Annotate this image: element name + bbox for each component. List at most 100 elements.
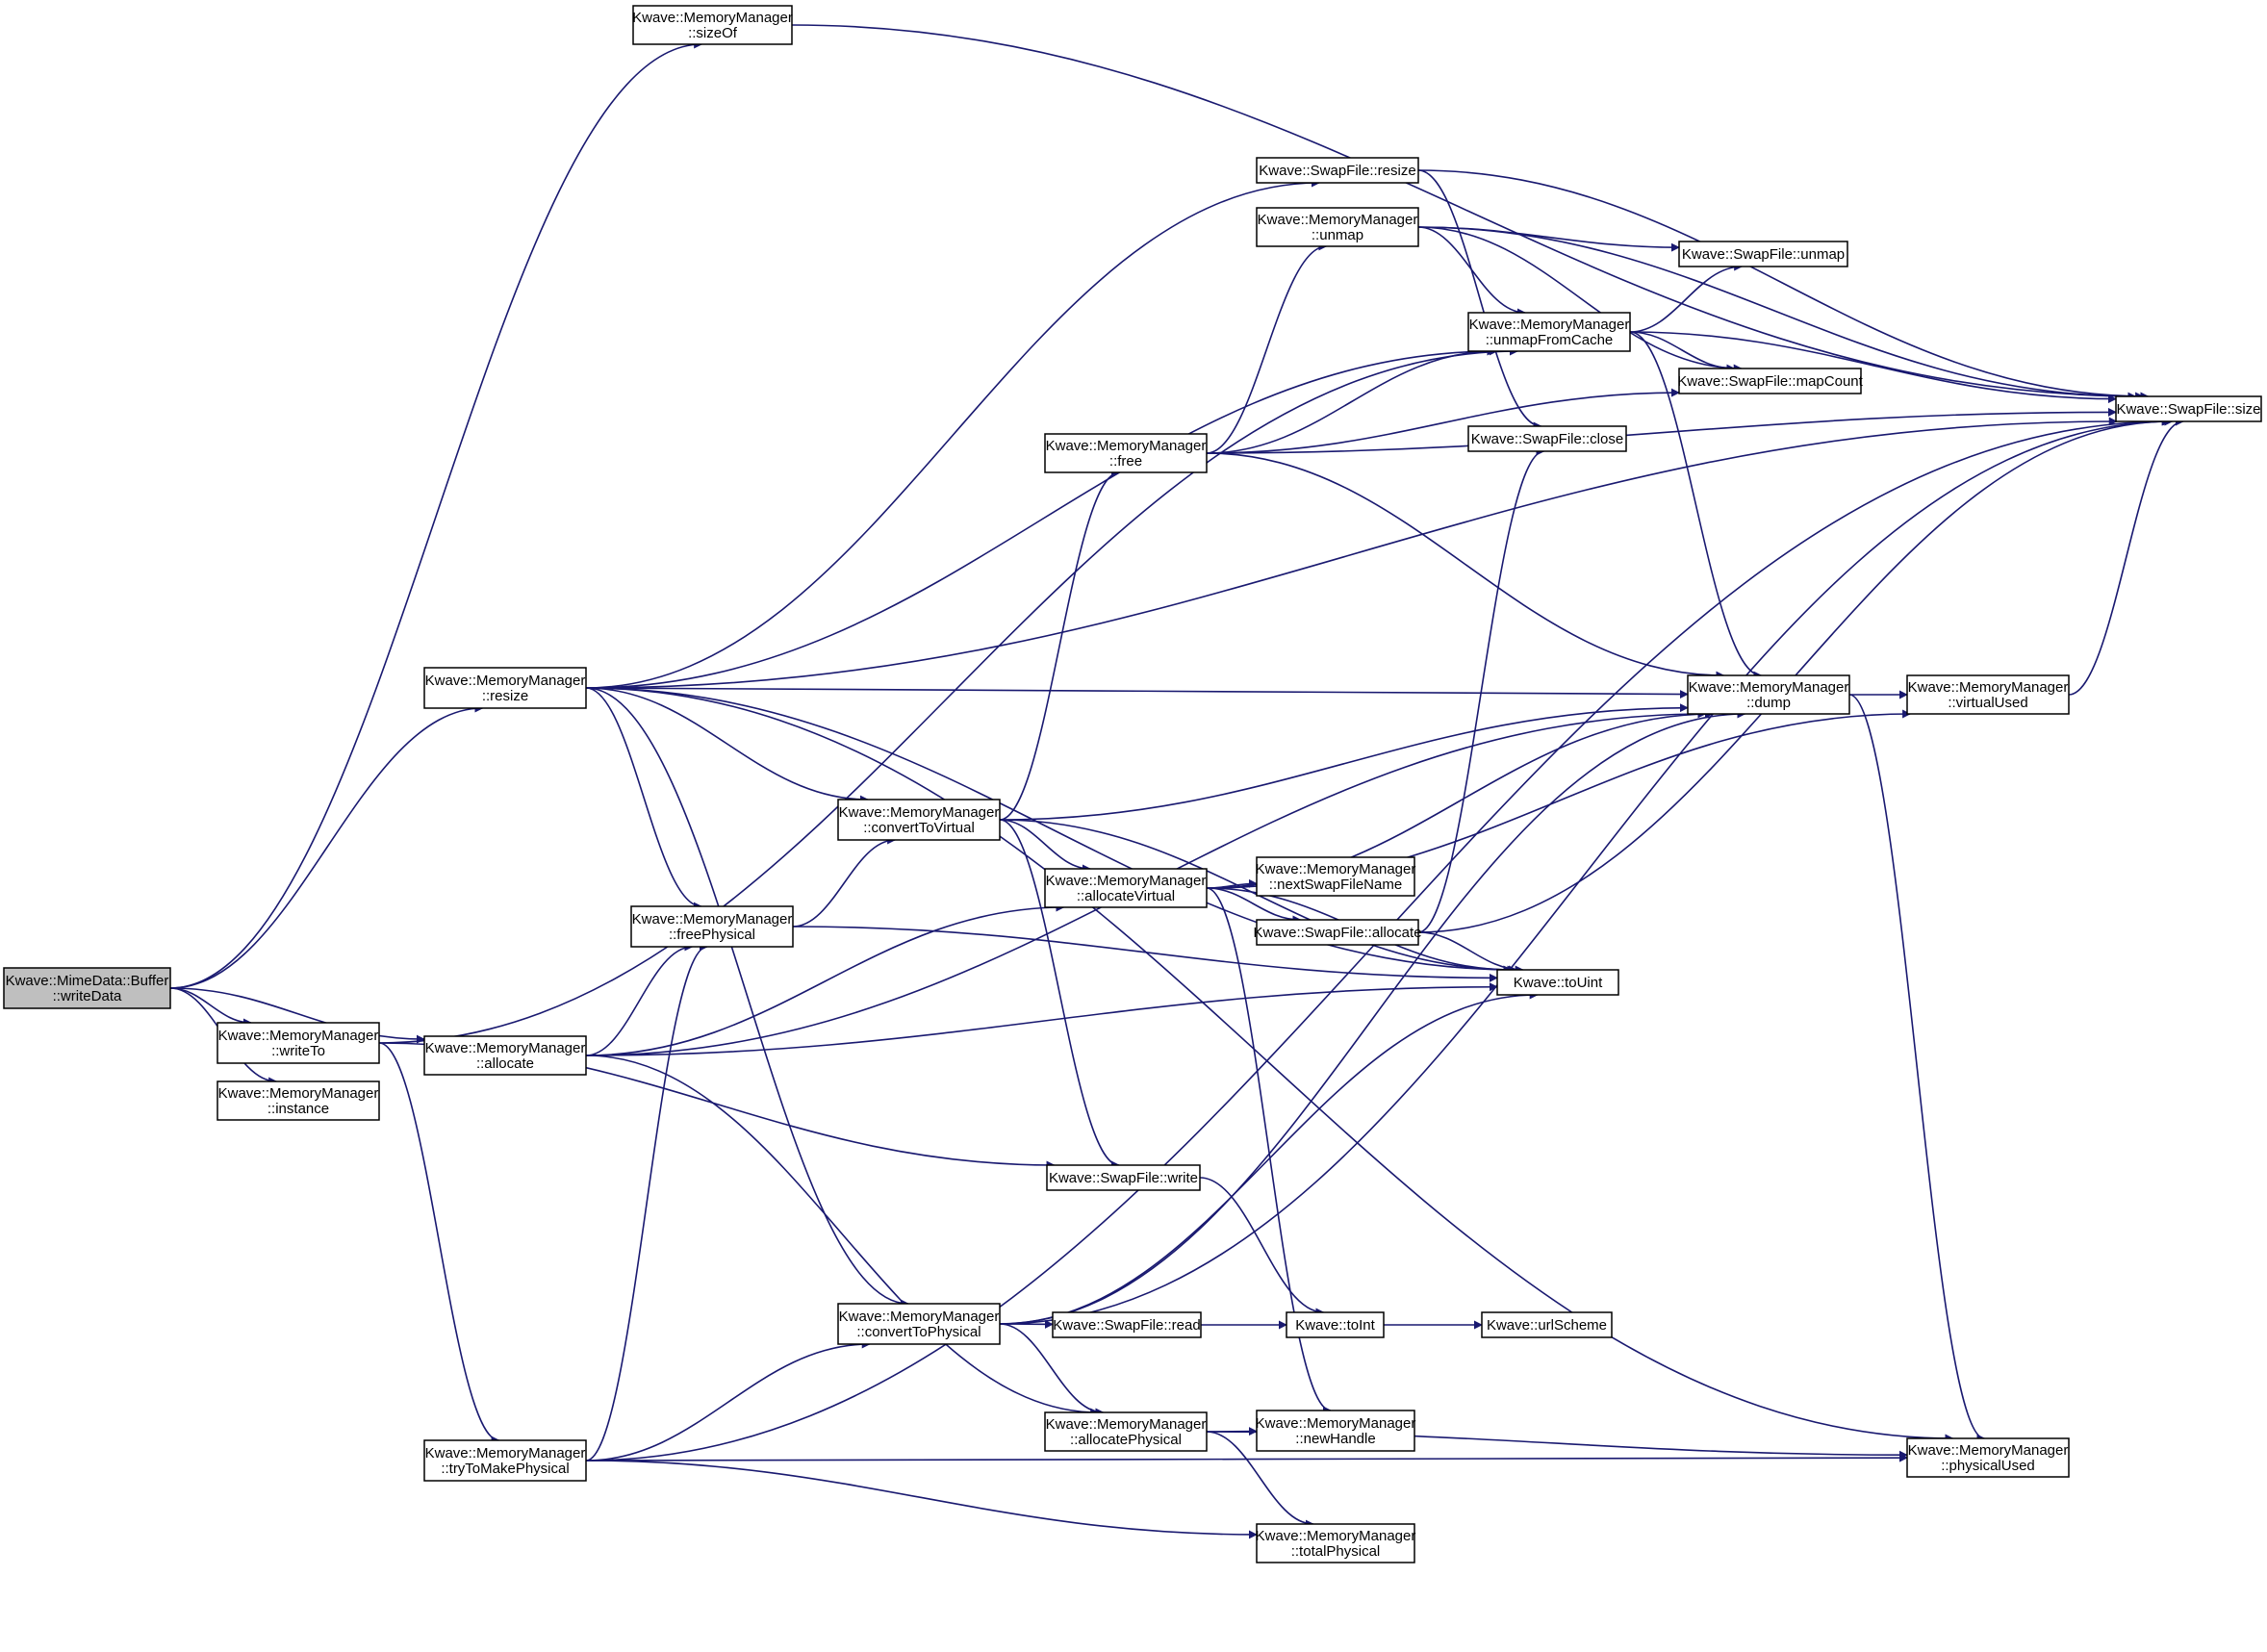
node-box: [1467, 312, 1631, 352]
node-box: [217, 1080, 380, 1121]
node-allocatePhysical[interactable]: Kwave::MemoryManager::allocatePhysical: [1044, 1411, 1208, 1452]
node-label: ::writeTo: [271, 1043, 325, 1059]
node-box: [1256, 856, 1415, 897]
node-label: Kwave::SwapFile::allocate: [1253, 925, 1421, 941]
node-box: [1906, 674, 2070, 715]
edge-resize-to-swapResize: [585, 178, 1321, 689]
edge-line: [1629, 331, 2117, 404]
node-unmapFromCache[interactable]: Kwave::MemoryManager::unmapFromCache: [1467, 312, 1631, 352]
node-label: ::tryToMakePhysical: [441, 1461, 569, 1477]
edge-swapAllocate-to-close: [1417, 446, 1545, 933]
node-label: Kwave::MemoryManager: [1256, 861, 1416, 877]
node-convertToVirtual[interactable]: Kwave::MemoryManager::convertToVirtual: [837, 799, 1001, 841]
edge-line: [585, 346, 1498, 689]
edge-line: [1417, 169, 1542, 431]
edge-line: [1417, 169, 2150, 401]
edge-allocatePhysical-to-totalPhysical: [1206, 1431, 1314, 1529]
node-urlScheme[interactable]: Kwave::urlScheme: [1481, 1311, 1613, 1338]
node-label: ::convertToVirtual: [863, 820, 975, 836]
edge-line: [1206, 1431, 1314, 1529]
edge-line: [1417, 226, 1680, 252]
edge-resize-to-unmapFromCache: [585, 346, 1498, 689]
edge-convertToPhysical-to-allocatePhysical: [999, 1323, 1105, 1417]
node-swapAllocate[interactable]: Kwave::SwapFile::allocate: [1253, 919, 1422, 946]
edge-free-to-dump: [1206, 452, 1725, 680]
node-label: Kwave::MemoryManager: [1469, 317, 1630, 333]
edge-line: [1417, 226, 1743, 373]
node-mapCount[interactable]: Kwave::SwapFile::mapCount: [1677, 368, 1864, 394]
node-close[interactable]: Kwave::SwapFile::close: [1467, 425, 1627, 452]
node-virtualUsed[interactable]: Kwave::MemoryManager::virtualUsed: [1906, 674, 2070, 715]
node-physicalUsed[interactable]: Kwave::MemoryManager::physicalUsed: [1906, 1437, 2070, 1478]
node-tryToMakePhysical[interactable]: Kwave::MemoryManager::tryToMakePhysical: [423, 1439, 587, 1482]
node-freePhysical[interactable]: Kwave::MemoryManager::freePhysical: [630, 905, 794, 948]
node-writeTo[interactable]: Kwave::MemoryManager::writeTo: [217, 1022, 380, 1064]
node-label: ::writeData: [53, 988, 122, 1004]
edge-free-to-mapCount: [1206, 388, 1680, 454]
edge-line: [585, 687, 1954, 1443]
edge-allocate-to-allocatePhysical: [585, 1055, 1100, 1417]
node-free[interactable]: Kwave::MemoryManager::free: [1044, 433, 1208, 473]
node-nextSwapFileName[interactable]: Kwave::MemoryManager::nextSwapFileName: [1256, 856, 1416, 897]
edge-line: [999, 819, 1120, 1170]
edge-line: [585, 982, 1498, 1056]
edges-layer: [169, 24, 2184, 1539]
node-box: [1286, 1311, 1385, 1338]
node-instance[interactable]: Kwave::MemoryManager::instance: [217, 1080, 380, 1121]
node-box: [1044, 868, 1208, 908]
node-swapUnmap[interactable]: Kwave::SwapFile::unmap: [1678, 241, 1848, 267]
node-label: Kwave::SwapFile::read: [1053, 1317, 1200, 1334]
edge-line: [999, 417, 2174, 1325]
edge-line: [999, 819, 1091, 874]
node-box: [3, 967, 171, 1009]
node-unmap[interactable]: Kwave::MemoryManager::unmap: [1256, 207, 1419, 247]
node-label: Kwave::SwapFile::close: [1471, 431, 1623, 447]
node-label: ::virtualUsed: [1948, 695, 2027, 711]
node-swapRead[interactable]: Kwave::SwapFile::read: [1052, 1311, 1202, 1338]
node-resize[interactable]: Kwave::MemoryManager::resize: [423, 667, 587, 709]
edge-line: [585, 687, 1689, 699]
node-convertToPhysical[interactable]: Kwave::MemoryManager::convertToPhysical: [837, 1303, 1001, 1345]
edge-line: [585, 178, 1321, 689]
edge-free-to-unmap: [1206, 241, 1328, 454]
node-newHandle[interactable]: Kwave::MemoryManager::newHandle: [1256, 1410, 1416, 1452]
edge-resize-to-dump: [585, 687, 1689, 699]
node-toUint[interactable]: Kwave::toUint: [1496, 969, 1619, 996]
node-toInt[interactable]: Kwave::toInt: [1286, 1311, 1385, 1338]
edge-line: [1417, 446, 1545, 933]
edge-resize-to-swapSize: [585, 417, 2118, 689]
edge-swapResize-to-close: [1417, 169, 1542, 431]
node-label: Kwave::MemoryManager: [218, 1085, 379, 1102]
node-label: ::freePhysical: [669, 927, 755, 943]
node-swapSize[interactable]: Kwave::SwapFile::size: [2115, 395, 2262, 422]
nodes-layer: Kwave::MimeData::Buffer::writeDataKwave:…: [3, 5, 2262, 1563]
node-box: [217, 1022, 380, 1064]
node-box: [1678, 368, 1862, 394]
node-swapResize[interactable]: Kwave::SwapFile::resize: [1256, 157, 1419, 184]
node-box: [1256, 157, 1419, 184]
node-box: [1046, 1164, 1201, 1191]
edge-line: [169, 987, 425, 1044]
node-totalPhysical[interactable]: Kwave::MemoryManager::totalPhysical: [1256, 1523, 1416, 1563]
edge-allocate-to-freePhysical: [585, 942, 694, 1056]
edge-line: [1629, 331, 1736, 373]
node-label: Kwave::SwapFile::write: [1049, 1170, 1198, 1186]
edge-convertToVirtual-to-swapWrite: [999, 819, 1120, 1170]
node-box: [1256, 919, 1419, 946]
edge-unmapFromCache-to-swapUnmap: [1629, 262, 1744, 333]
node-box: [1467, 425, 1627, 452]
node-box: [423, 1035, 587, 1076]
edge-line: [999, 468, 1121, 821]
node-label: Kwave::MemoryManager: [425, 673, 586, 689]
edge-unmap-to-swapSize: [1417, 226, 2137, 401]
node-label: ::allocateVirtual: [1077, 888, 1175, 904]
node-allocate[interactable]: Kwave::MemoryManager::allocate: [423, 1035, 587, 1076]
node-dump[interactable]: Kwave::MemoryManager::dump: [1687, 674, 1850, 715]
node-writeData[interactable]: Kwave::MimeData::Buffer::writeData: [3, 967, 171, 1009]
node-swapWrite[interactable]: Kwave::SwapFile::write: [1046, 1164, 1201, 1191]
node-allocateVirtual[interactable]: Kwave::MemoryManager::allocateVirtual: [1044, 868, 1208, 908]
node-sizeOf[interactable]: Kwave::MemoryManager::sizeOf: [632, 5, 793, 45]
node-label: ::physicalUsed: [1941, 1458, 2035, 1474]
edge-line: [1206, 388, 1680, 454]
edge-convertToVirtual-to-allocateVirtual: [999, 819, 1091, 874]
